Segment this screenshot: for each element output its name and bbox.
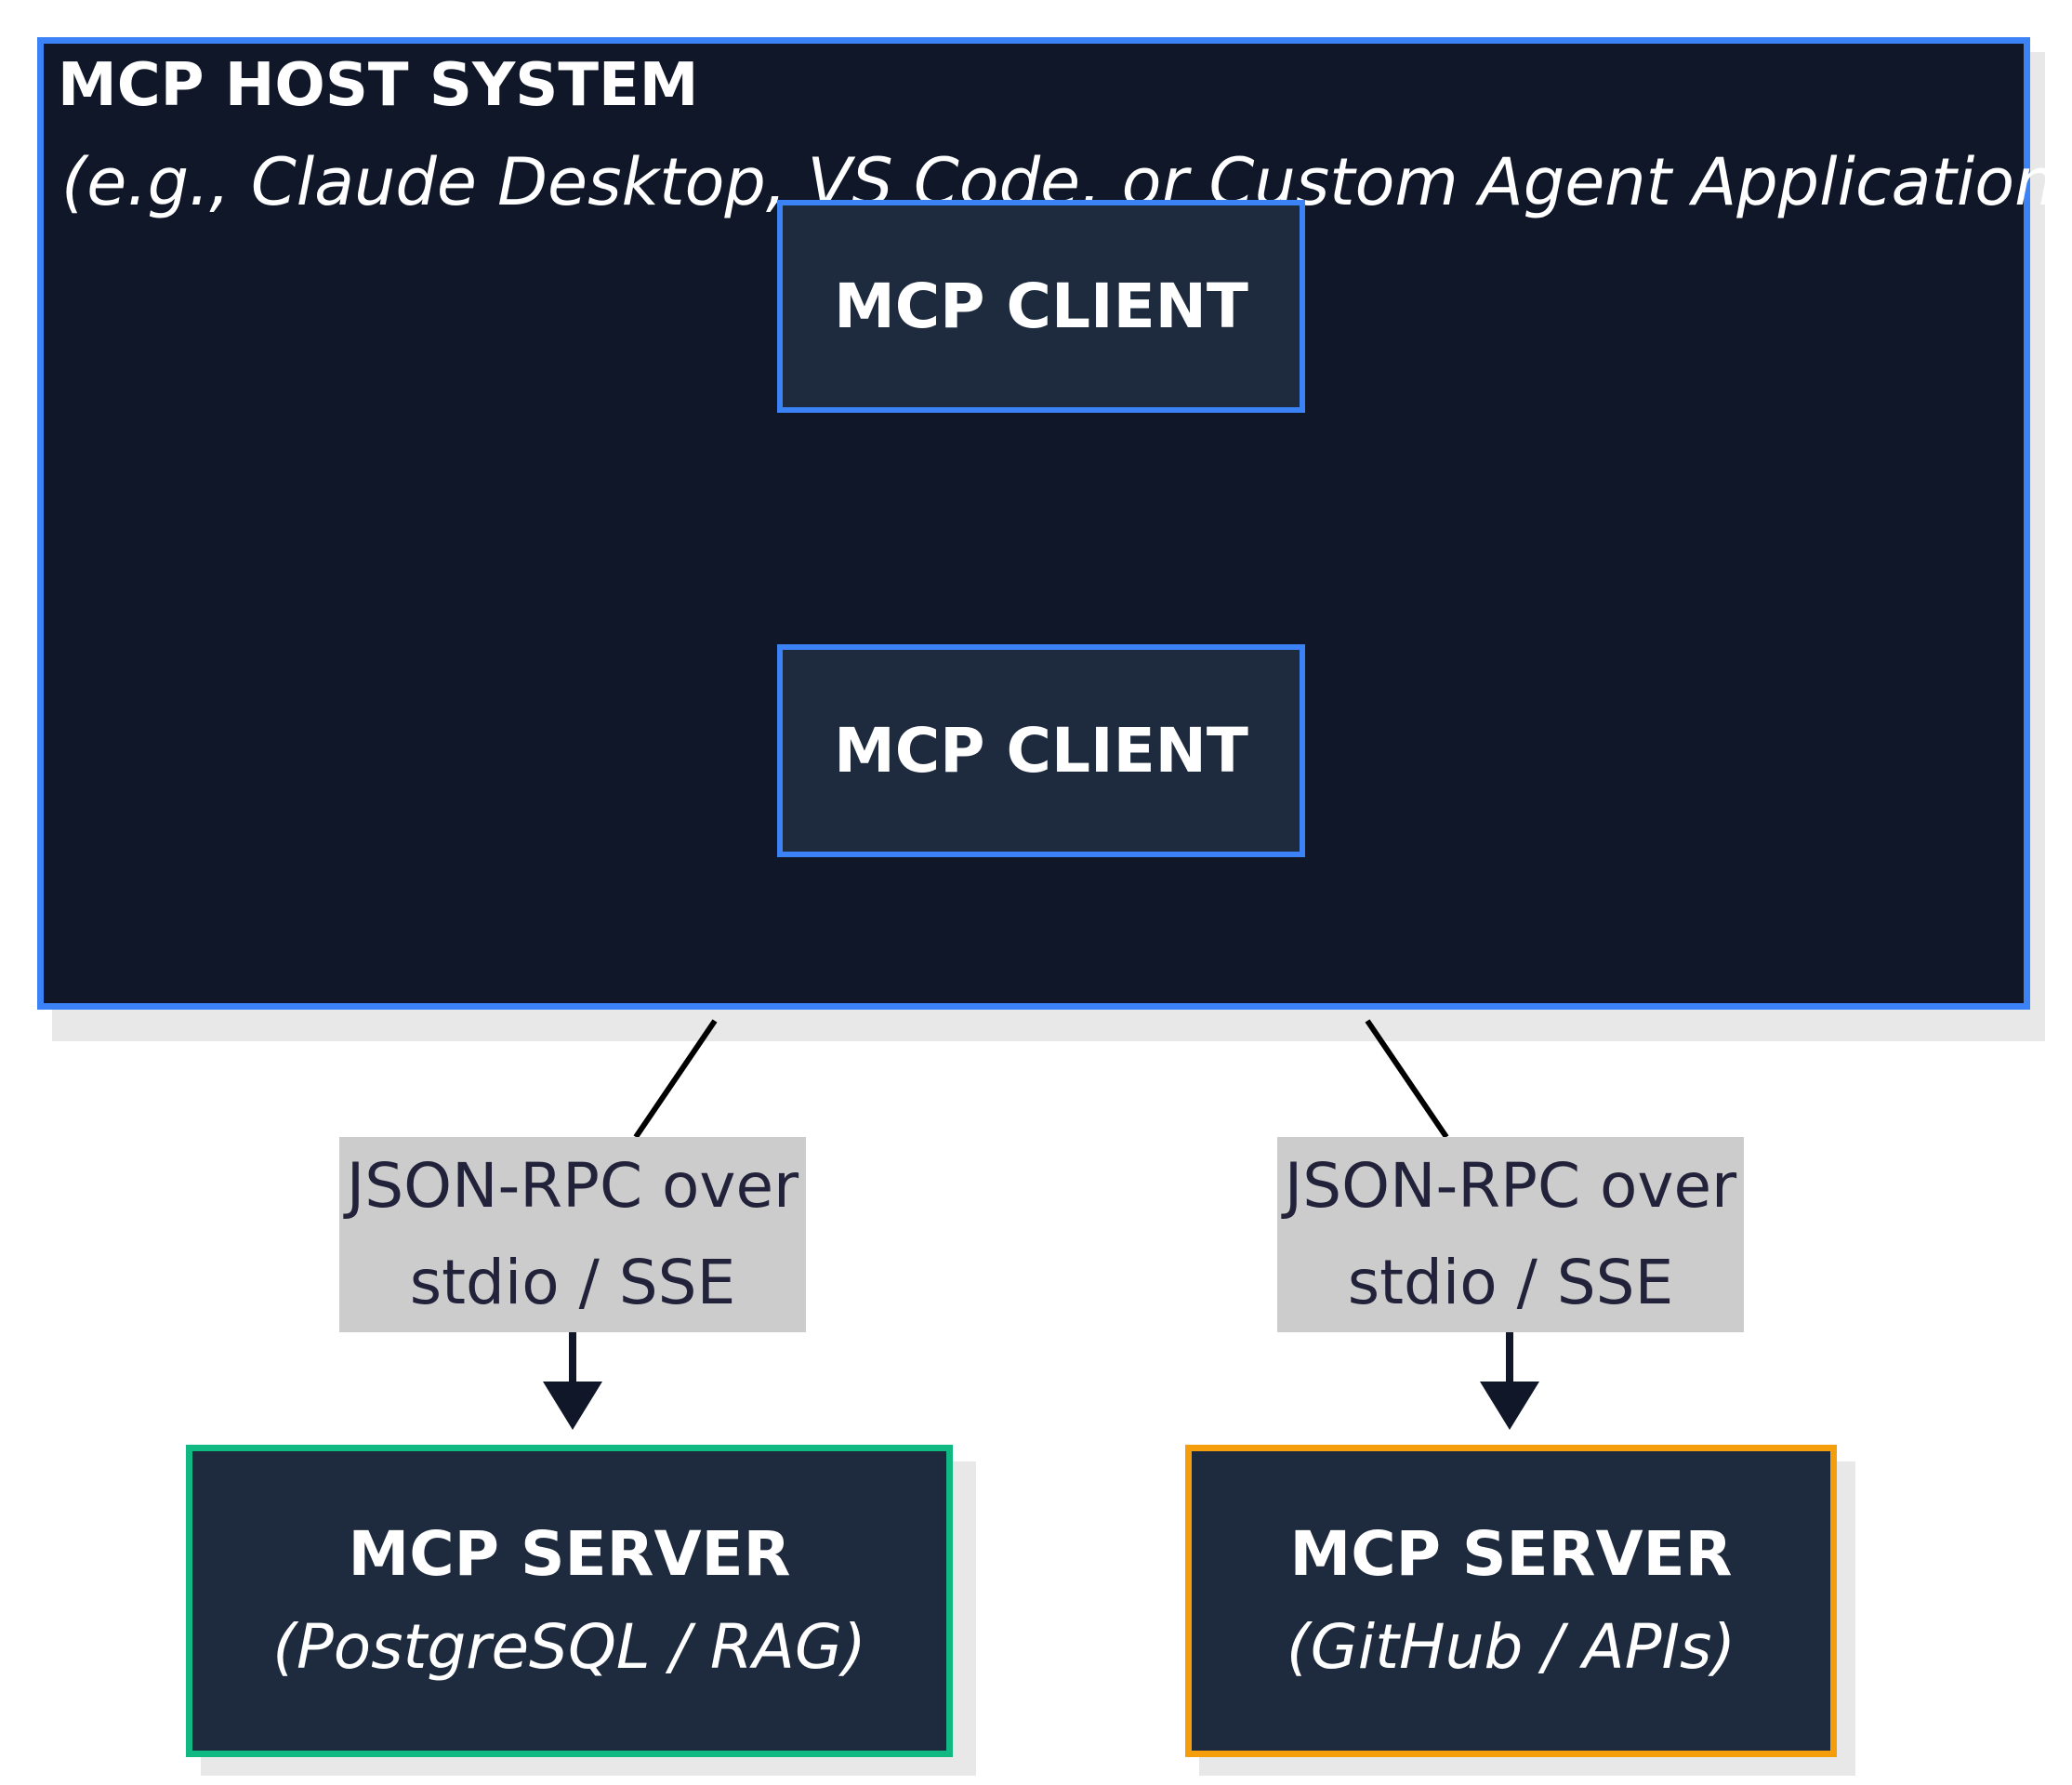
edge-label-1: JSON-RPC over stdio / SSE xyxy=(339,1137,806,1332)
arrowhead-1 xyxy=(543,1382,602,1430)
host-title: MCP HOST SYSTEM xyxy=(58,51,699,120)
edge-label-1-line1: JSON-RPC over xyxy=(346,1150,799,1222)
mcp-client-2: MCP CLIENT xyxy=(777,644,1305,857)
server-2-desc: (GitHub / APIs) xyxy=(1286,1611,1736,1683)
arrowhead-2 xyxy=(1480,1382,1539,1430)
server-2-name: MCP SERVER xyxy=(1289,1518,1733,1590)
server-1-name: MCP SERVER xyxy=(348,1518,791,1590)
edge-label-1-line2: stdio / SSE xyxy=(409,1247,736,1318)
connector-line-2-upper xyxy=(1365,1019,1449,1139)
edge-label-2-line2: stdio / SSE xyxy=(1347,1247,1674,1318)
mcp-server-github: MCP SERVER (GitHub / APIs) xyxy=(1185,1445,1837,1757)
mcp-client-1: MCP CLIENT xyxy=(777,200,1305,413)
edge-label-2: JSON-RPC over stdio / SSE xyxy=(1277,1137,1744,1332)
mcp-server-postgresql: MCP SERVER (PostgreSQL / RAG) xyxy=(186,1445,953,1757)
edge-label-2-line1: JSON-RPC over xyxy=(1284,1150,1737,1222)
server-1-desc: (PostgreSQL / RAG) xyxy=(272,1611,866,1683)
connector-line-1-upper xyxy=(633,1019,718,1139)
